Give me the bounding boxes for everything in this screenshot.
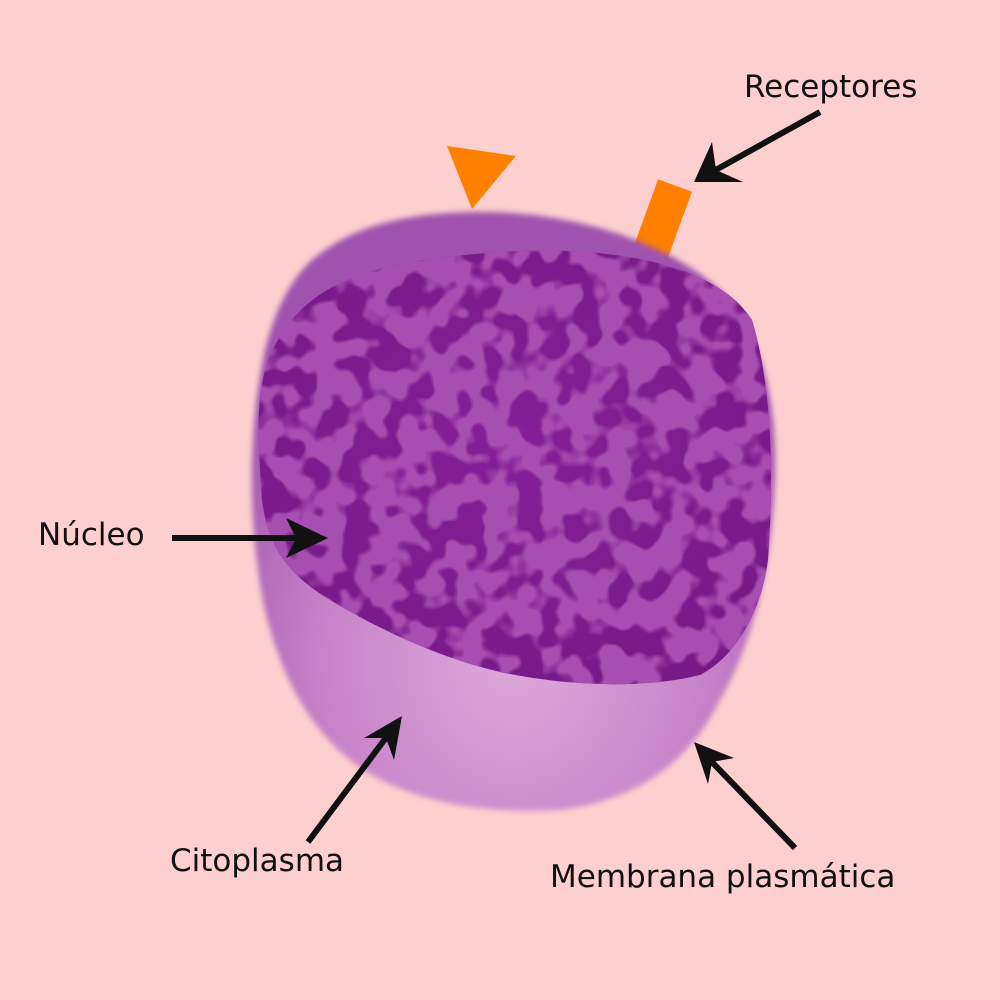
arrow-membrana — [694, 742, 798, 851]
arrow-citoplasma — [305, 716, 402, 844]
receptor-triangle — [447, 146, 516, 209]
arrow-receptores — [694, 109, 822, 182]
label-receptores: Receptores — [744, 69, 918, 105]
label-nucleo: Núcleo — [38, 517, 145, 553]
label-membrana-plasmatica: Membrana plasmática — [550, 859, 896, 895]
arrow-nucleo — [172, 518, 328, 558]
label-citoplasma: Citoplasma — [170, 843, 345, 879]
